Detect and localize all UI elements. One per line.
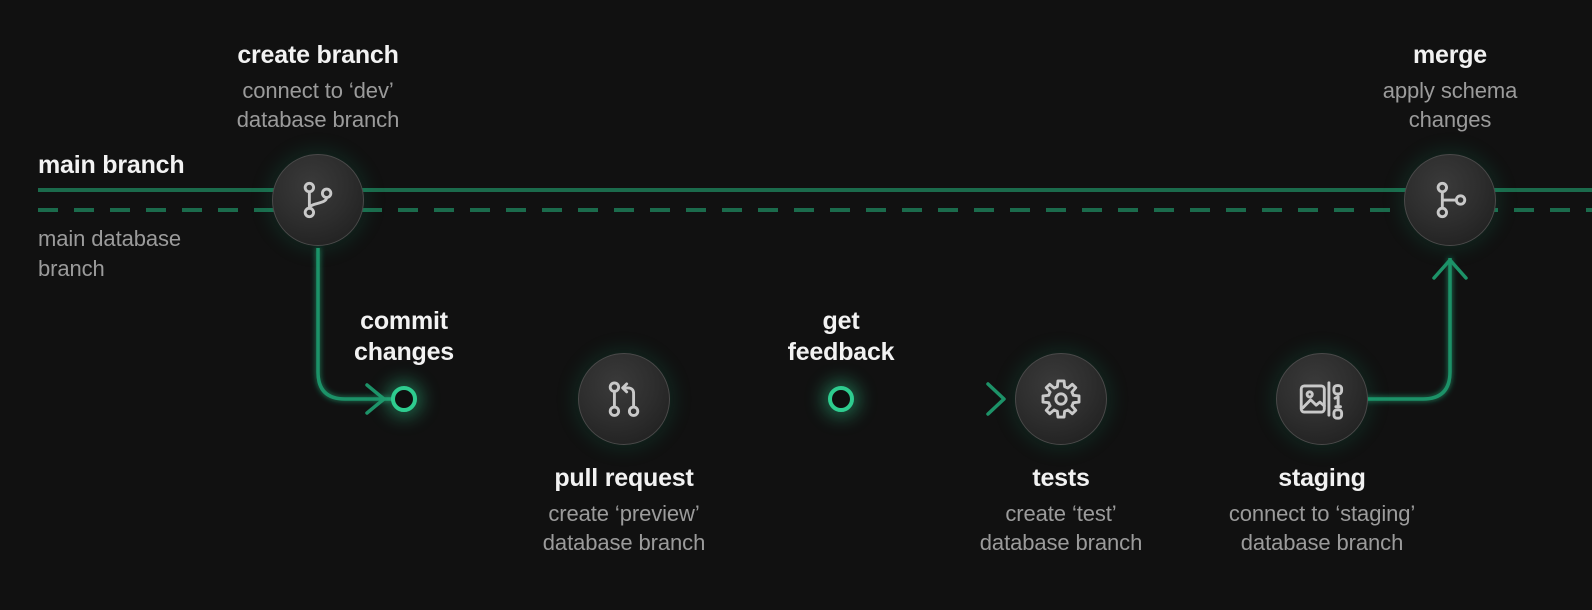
create-branch-subtitle: connect to ‘dev’ database branch bbox=[236, 77, 400, 133]
node-pull-request[interactable] bbox=[578, 353, 670, 445]
create-branch-label: create branch connect to ‘dev’ database … bbox=[236, 40, 400, 135]
node-staging[interactable] bbox=[1276, 353, 1368, 445]
merge-label: merge apply schema changes bbox=[1383, 40, 1518, 135]
main-branch-lane-label: main branch bbox=[38, 150, 185, 181]
node-commit-changes[interactable] bbox=[391, 386, 417, 412]
node-create-branch[interactable] bbox=[272, 154, 364, 246]
main-branch-lane-title: main branch bbox=[38, 151, 185, 179]
arrowhead-into-tests bbox=[986, 382, 1006, 416]
get-feedback-title: get feedback bbox=[787, 307, 895, 366]
commit-changes-label: commit changes bbox=[354, 306, 454, 367]
staging-subtitle: connect to ‘staging’ database branch bbox=[1228, 500, 1416, 556]
arrowhead-into-commit bbox=[365, 383, 386, 415]
gear-icon bbox=[1038, 376, 1084, 422]
path-create-branch-to-commit bbox=[316, 248, 392, 401]
node-tests[interactable] bbox=[1015, 353, 1107, 445]
create-branch-title: create branch bbox=[237, 41, 399, 69]
staging-label: staging connect to ‘staging’ database br… bbox=[1229, 463, 1415, 558]
git-branch-icon bbox=[295, 177, 341, 223]
merge-subtitle: apply schema changes bbox=[1382, 77, 1518, 133]
pull-request-subtitle: create ‘preview’ database branch bbox=[542, 500, 706, 556]
tests-title: tests bbox=[1032, 464, 1090, 492]
main-database-branch-lane-label: main database branch bbox=[38, 224, 181, 284]
git-merge-icon bbox=[1427, 177, 1473, 223]
node-get-feedback[interactable] bbox=[828, 386, 854, 412]
merge-title: merge bbox=[1412, 41, 1488, 69]
main-database-branch-lane-sub: main database branch bbox=[38, 226, 182, 281]
staging-title: staging bbox=[1278, 464, 1366, 492]
commit-changes-title: commit changes bbox=[353, 307, 455, 366]
tests-subtitle: create ‘test’ database branch bbox=[979, 500, 1143, 556]
git-pull-request-icon bbox=[601, 376, 647, 422]
tests-label: tests create ‘test’ database branch bbox=[979, 463, 1143, 558]
path-staging-to-merge bbox=[1362, 258, 1452, 401]
pull-request-title: pull request bbox=[554, 464, 694, 492]
pull-request-label: pull request create ‘preview’ database b… bbox=[542, 463, 706, 558]
node-merge[interactable] bbox=[1404, 154, 1496, 246]
image-binary-icon bbox=[1297, 374, 1347, 424]
get-feedback-label: get feedback bbox=[788, 306, 895, 367]
arrowhead-into-merge bbox=[1432, 258, 1468, 280]
